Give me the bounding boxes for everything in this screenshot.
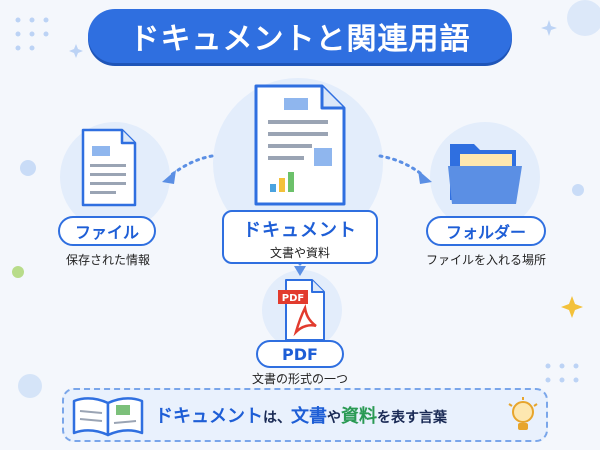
summary-word-material: 資料	[341, 406, 377, 427]
pdf-badge: PDF	[282, 293, 304, 304]
pdf-file-icon: PDF	[278, 279, 325, 341]
file-label: ファイル	[58, 216, 156, 246]
document-label: ドキュメント	[243, 220, 357, 241]
folder-label: フォルダー	[426, 216, 546, 246]
pdf-label: PDF	[256, 340, 344, 368]
document-description: 文書や資料	[269, 246, 330, 260]
open-book-icon	[72, 397, 144, 437]
document-label-box: ドキュメント 文書や資料	[222, 210, 378, 264]
file-icon	[81, 128, 137, 207]
folder-icon	[448, 144, 522, 204]
summary-particle-2: や	[327, 410, 341, 426]
pdf-description: 文書の形式の一つ	[251, 372, 348, 386]
file-description: 保存された情報	[65, 253, 150, 267]
lightbulb-icon	[508, 397, 538, 430]
folder-description: ファイルを入れる場所	[425, 253, 546, 267]
summary-particle-1: は、	[263, 410, 291, 426]
document-icon	[254, 84, 346, 206]
summary-text: ドキュメントは、文書や資料を表す言葉	[155, 402, 447, 428]
summary-word-document: 文書	[291, 406, 327, 427]
summary-ending: を表す言葉	[377, 410, 447, 426]
summary-term: ドキュメント	[155, 406, 263, 427]
page-title: ドキュメントと関連用語	[88, 9, 512, 63]
